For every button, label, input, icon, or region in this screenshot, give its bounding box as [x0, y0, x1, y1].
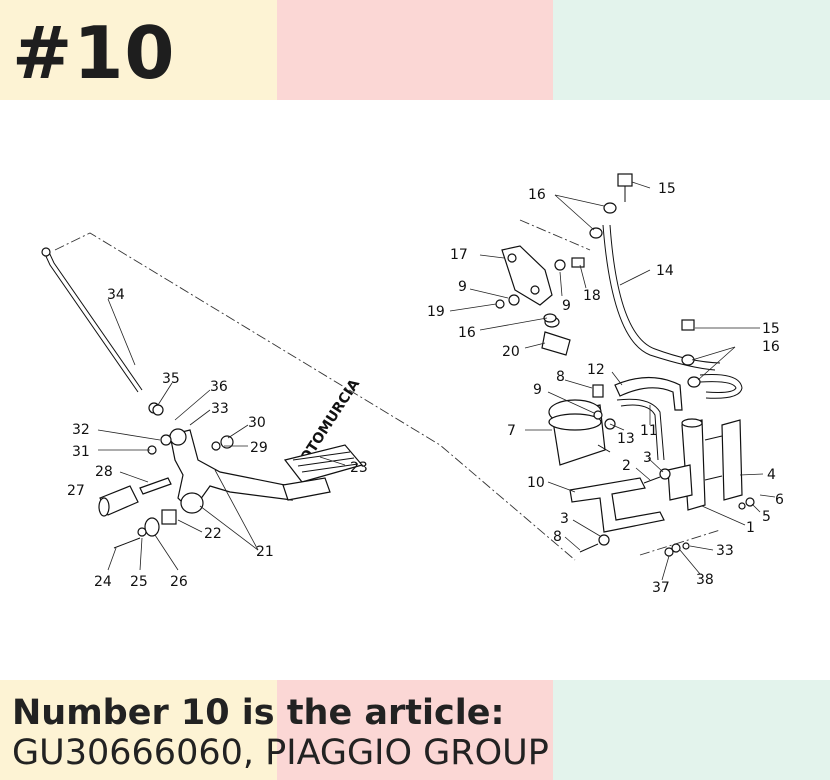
- footer-band: [0, 680, 830, 780]
- reservoir-hose-11-12: [614, 376, 683, 461]
- callout-34: 34: [107, 287, 125, 303]
- footer-article-code: GU30666060, PIAGGIO GROUP: [12, 733, 549, 773]
- callout-20: 20: [502, 344, 520, 360]
- header-band: [0, 0, 830, 100]
- callout-13: 13: [617, 431, 635, 447]
- callout-23: 23: [350, 460, 368, 476]
- callout-9-mid: 9: [562, 298, 571, 314]
- master-cylinder-1: [667, 418, 743, 511]
- header-band-pink: [276, 0, 554, 100]
- callout-16-right: 16: [762, 339, 780, 355]
- assembly-line-37: [639, 529, 721, 556]
- brake-hose-14: [602, 224, 743, 399]
- callout-21: 21: [256, 544, 274, 560]
- assembly-line-17: [519, 219, 591, 251]
- reservoir-7: [548, 399, 611, 466]
- callout-18: 18: [583, 288, 601, 304]
- callout-11: 11: [640, 423, 658, 439]
- callout-16-top: 16: [528, 187, 546, 203]
- footer-band-green: [553, 680, 830, 780]
- callout-29: 29: [250, 440, 268, 456]
- rod-34: [41, 247, 160, 414]
- callout-25: 25: [130, 574, 148, 590]
- header-band-green: [553, 0, 830, 100]
- callout-28: 28: [95, 464, 113, 480]
- callout-6: 6: [775, 492, 784, 508]
- switch-20: [541, 316, 571, 356]
- callout-14: 14: [656, 263, 674, 279]
- callout-3-low: 3: [560, 511, 569, 527]
- callout-27: 27: [67, 483, 85, 499]
- callout-4: 4: [767, 467, 776, 483]
- callout-1: 1: [746, 520, 755, 536]
- grip-27: [98, 485, 139, 517]
- small-hardware-right: [495, 257, 755, 557]
- callout-19: 19: [427, 304, 445, 320]
- callout-36: 36: [210, 379, 228, 395]
- pedal-lever-21: [169, 428, 364, 514]
- header-band-yellow: [0, 0, 277, 100]
- footer-article-heading: Number 10 is the article:: [12, 693, 505, 733]
- callout-32: 32: [72, 422, 90, 438]
- callout-37: 37: [652, 580, 670, 596]
- bracket-10: [569, 477, 665, 533]
- exploded-parts-diagram: MOTOMURCIA: [41, 173, 784, 596]
- assembly-line-34: [54, 232, 576, 561]
- callout-31: 31: [72, 444, 90, 460]
- callout-38: 38: [696, 572, 714, 588]
- callout-12: 12: [587, 362, 605, 378]
- callout-5: 5: [762, 509, 771, 525]
- callout-24: 24: [94, 574, 112, 590]
- callout-3-mid: 3: [643, 450, 652, 466]
- callout-30: 30: [248, 415, 266, 431]
- callout-16-mid: 16: [458, 325, 476, 341]
- footer-band-yellow: [0, 680, 277, 780]
- bracket-17: [501, 245, 553, 306]
- callout-33-right: 33: [716, 543, 734, 559]
- callout-7: 7: [507, 423, 516, 439]
- callout-26: 26: [170, 574, 188, 590]
- callout-2: 2: [622, 458, 631, 474]
- callout-8-low: 8: [553, 529, 562, 545]
- callout-15-right: 15: [762, 321, 780, 337]
- article-number-title: #10: [12, 11, 176, 95]
- pin-28: [139, 477, 172, 495]
- footer-band-pink: [276, 680, 554, 780]
- callout-15-top: 15: [658, 181, 676, 197]
- callout-8-top: 8: [556, 369, 565, 385]
- small-hardware-left: [113, 404, 234, 549]
- callout-22: 22: [204, 526, 222, 542]
- callout-17: 17: [450, 247, 468, 263]
- callout-10: 10: [527, 475, 545, 491]
- callout-9-top: 9: [458, 279, 467, 295]
- callout-9-low: 9: [533, 382, 542, 398]
- callout-33-left: 33: [211, 401, 229, 417]
- banjo-bolts-15-16: [589, 173, 701, 388]
- pedal-pad-23-grooves: [292, 451, 359, 473]
- callout-35: 35: [162, 371, 180, 387]
